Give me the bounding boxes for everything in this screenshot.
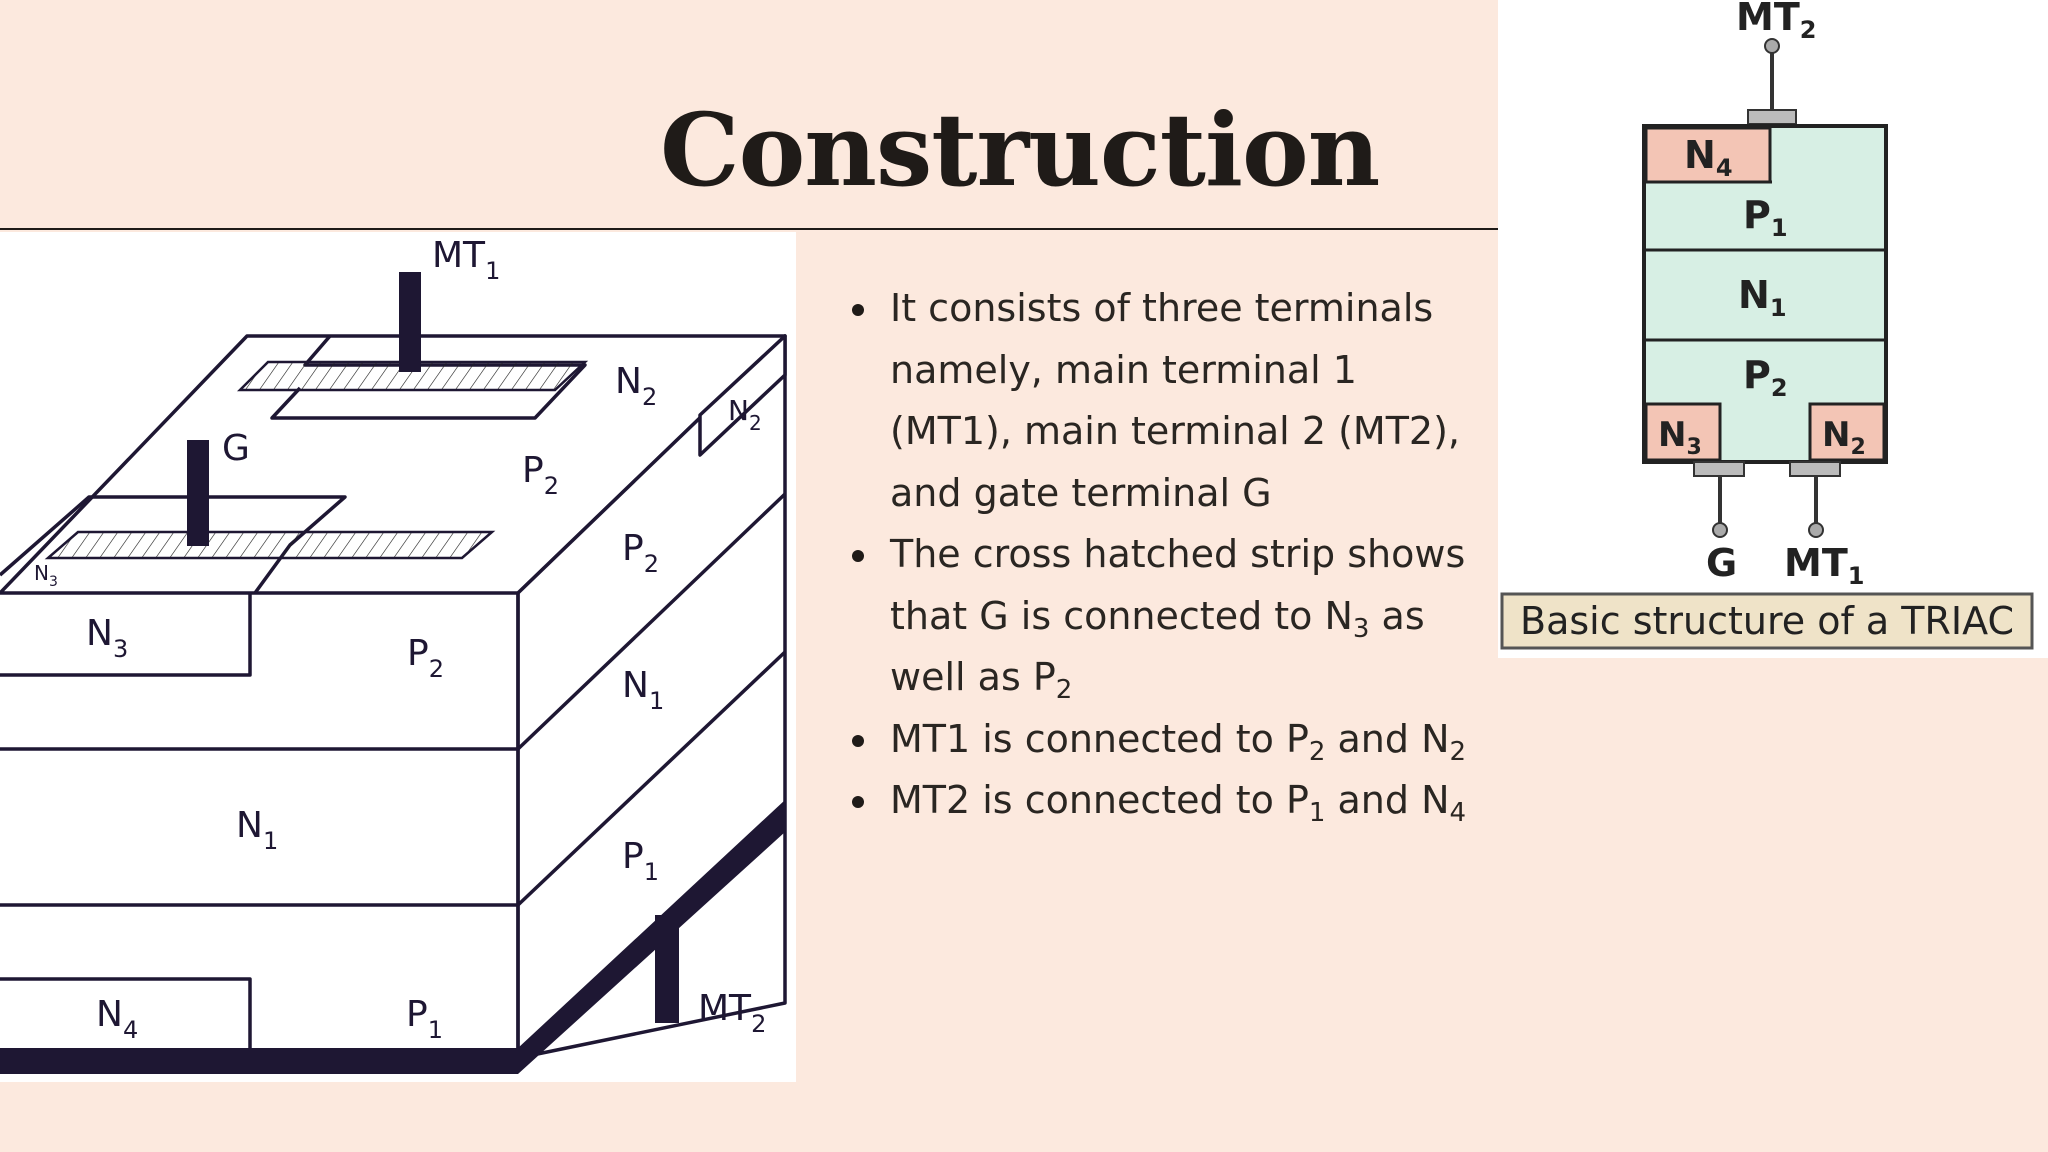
- label-p2-side: P2: [622, 528, 659, 578]
- bullet-item: MT2 is connected to P1 and N4: [850, 770, 1490, 832]
- label-p1-side: P1: [622, 836, 659, 886]
- label-p2-top: P2: [522, 450, 559, 500]
- triac-3d-svg: MT1 G N2 N2 P2 P2 N3 N3 P2 N1 N1 P1 N4 P…: [0, 235, 787, 1074]
- label-mt2: MT2: [698, 988, 766, 1038]
- caption-box: [1500, 592, 2034, 650]
- label-mt1: MT1: [432, 235, 500, 285]
- label-n1-side: N1: [622, 665, 664, 715]
- block-label-n4: N4: [1684, 133, 1733, 182]
- triac-block-diagram: MT2 N4 P1 N1 P2 N3 N2 G MT1 Basic struct…: [1498, 0, 2048, 658]
- mt1-hatched-strip: [236, 360, 589, 392]
- label-n3-small: N3: [34, 561, 58, 590]
- block-label-n3: N3: [1658, 415, 1702, 460]
- mt1-terminal: [399, 272, 421, 372]
- n3-region: [1644, 402, 1722, 462]
- block-label-n1: N1: [1738, 273, 1787, 322]
- title-divider: [0, 228, 1498, 230]
- caption-text: Basic structure of a TRIAC: [1520, 599, 2014, 643]
- bottom-plate: [0, 800, 785, 1074]
- block-label-p1: P1: [1743, 193, 1788, 242]
- n2-region: [1808, 402, 1886, 462]
- label-gate: G: [222, 428, 250, 469]
- bullet-item: It consists of three terminals namely, m…: [850, 278, 1490, 524]
- bullet-item: MT1 is connected to P2 and N2: [850, 709, 1490, 771]
- label-n3-front: N3: [86, 613, 128, 663]
- bullet-list: It consists of three terminals namely, m…: [850, 278, 1490, 832]
- gate-hatched-strip: [44, 530, 496, 560]
- bullet-item: The cross hatched strip shows that G is …: [850, 524, 1490, 709]
- label-n4-front: N4: [96, 994, 138, 1044]
- triac-block-svg: MT2 N4 P1 N1 P2 N3 N2 G MT1 Basic struct…: [1500, 0, 2034, 650]
- label-n2-side: N2: [728, 394, 762, 435]
- label-p1-front: P1: [406, 994, 443, 1044]
- gate-terminal: [187, 440, 209, 546]
- block-label-g: G: [1706, 541, 1737, 585]
- slide-title: Construction: [660, 91, 1380, 209]
- block-label-mt1: MT1: [1784, 541, 1864, 590]
- label-p2-front: P2: [407, 633, 444, 683]
- block-label-n2: N2: [1822, 415, 1866, 460]
- label-n1-front: N1: [236, 805, 278, 855]
- block-label-mt2: MT2: [1736, 0, 1816, 44]
- n4-region: [1644, 126, 1772, 184]
- triac-3d-diagram: MT1 G N2 N2 P2 P2 N3 N3 P2 N1 N1 P1 N4 P…: [0, 232, 796, 1082]
- mt2-terminal: [655, 915, 679, 1023]
- block-label-p2: P2: [1743, 353, 1788, 402]
- label-n2-top: N2: [615, 361, 657, 411]
